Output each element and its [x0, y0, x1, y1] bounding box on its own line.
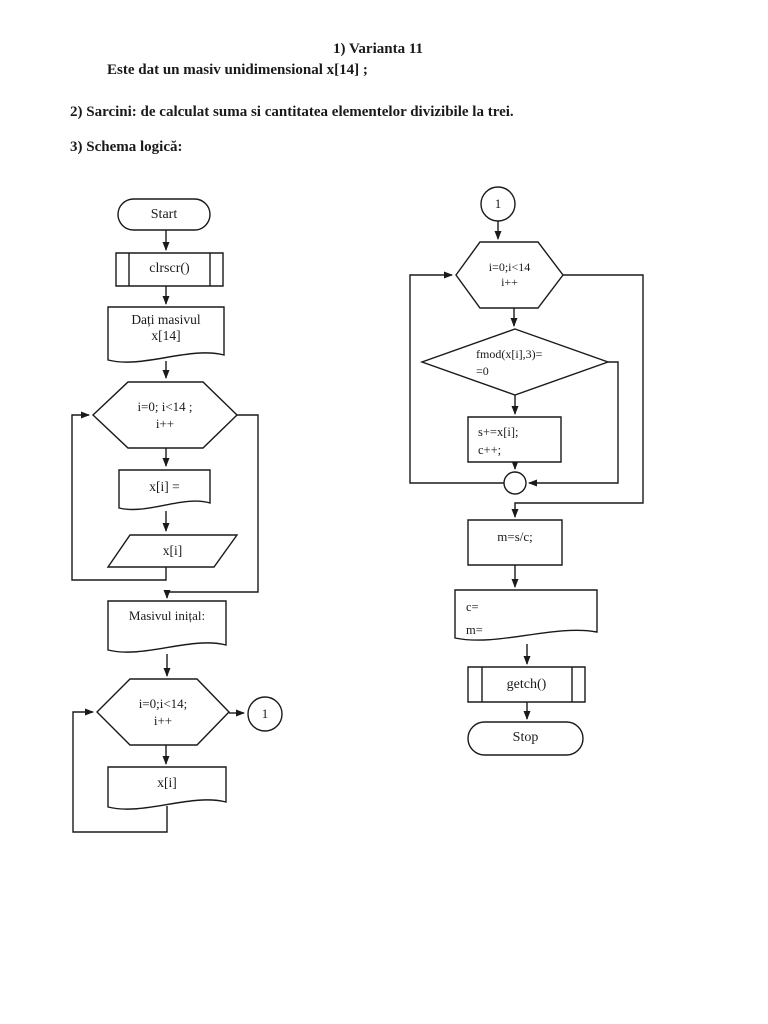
display-parallelogram-label: x[i]	[162, 543, 183, 558]
task-line: 2) Sarcini: de calculat suma si cantitat…	[70, 104, 514, 120]
display-parallelogram	[108, 535, 237, 567]
clrscr-predefined-process	[116, 253, 223, 286]
stop-terminator	[468, 722, 583, 755]
mean-label: m=s/c;	[497, 529, 533, 544]
result-document-shape	[455, 590, 597, 640]
clrscr-label: clrscr()	[149, 261, 190, 276]
initial-document-shape	[108, 601, 226, 652]
loop1-label: i=0; i<14 ; i++	[137, 399, 193, 431]
result-doc-label: c= m=	[466, 600, 483, 637]
getch-predefined-process	[468, 667, 585, 702]
connector-left-label: 1	[261, 706, 269, 721]
loop1-hexagon	[93, 382, 237, 448]
getch-label: getch()	[506, 677, 547, 692]
schema-label: 3) Schema logică:	[70, 139, 183, 155]
assign-document-shape	[119, 470, 210, 510]
input-document-shape	[108, 307, 224, 362]
loopback-3	[410, 271, 504, 483]
loop2-hexagon	[97, 679, 229, 745]
accumulate-label: s+=x[i]; c++;	[478, 425, 519, 457]
loop3-hexagon	[456, 242, 563, 308]
subtitle: Este dat un masiv unidimensional x[14] ;	[107, 62, 368, 78]
decision-no-path	[528, 362, 618, 487]
start-label: Start	[150, 207, 178, 222]
connector-top-label: 1	[494, 196, 502, 211]
start-terminator	[118, 199, 210, 230]
loopback-1	[72, 411, 166, 580]
output-doc-label: x[i]	[157, 775, 177, 790]
loopback-2	[73, 708, 167, 832]
connector-circle-top	[481, 187, 515, 221]
initial-doc-label: Masivul inițal:	[128, 608, 206, 623]
assign-doc-label: x[i] =	[149, 479, 180, 494]
loop3-label: i=0;i<14 i++	[488, 260, 531, 289]
loop2-label: i=0;i<14; i++	[138, 696, 188, 728]
decision-label: fmod(x[i],3)= =0	[476, 347, 543, 378]
exit-loop3-path	[511, 275, 643, 518]
input-doc-label: Dați masivul x[14]	[131, 312, 201, 343]
output-document-shape	[108, 767, 226, 809]
page-title: 1) Varianta 11	[333, 41, 424, 57]
junction-circle	[504, 472, 526, 494]
exit-loop1-path	[163, 415, 258, 599]
stop-label: Stop	[512, 730, 539, 745]
mean-process	[468, 520, 562, 565]
decision-diamond	[422, 329, 608, 395]
connector-circle-left	[248, 697, 282, 731]
accumulate-process	[468, 417, 561, 462]
